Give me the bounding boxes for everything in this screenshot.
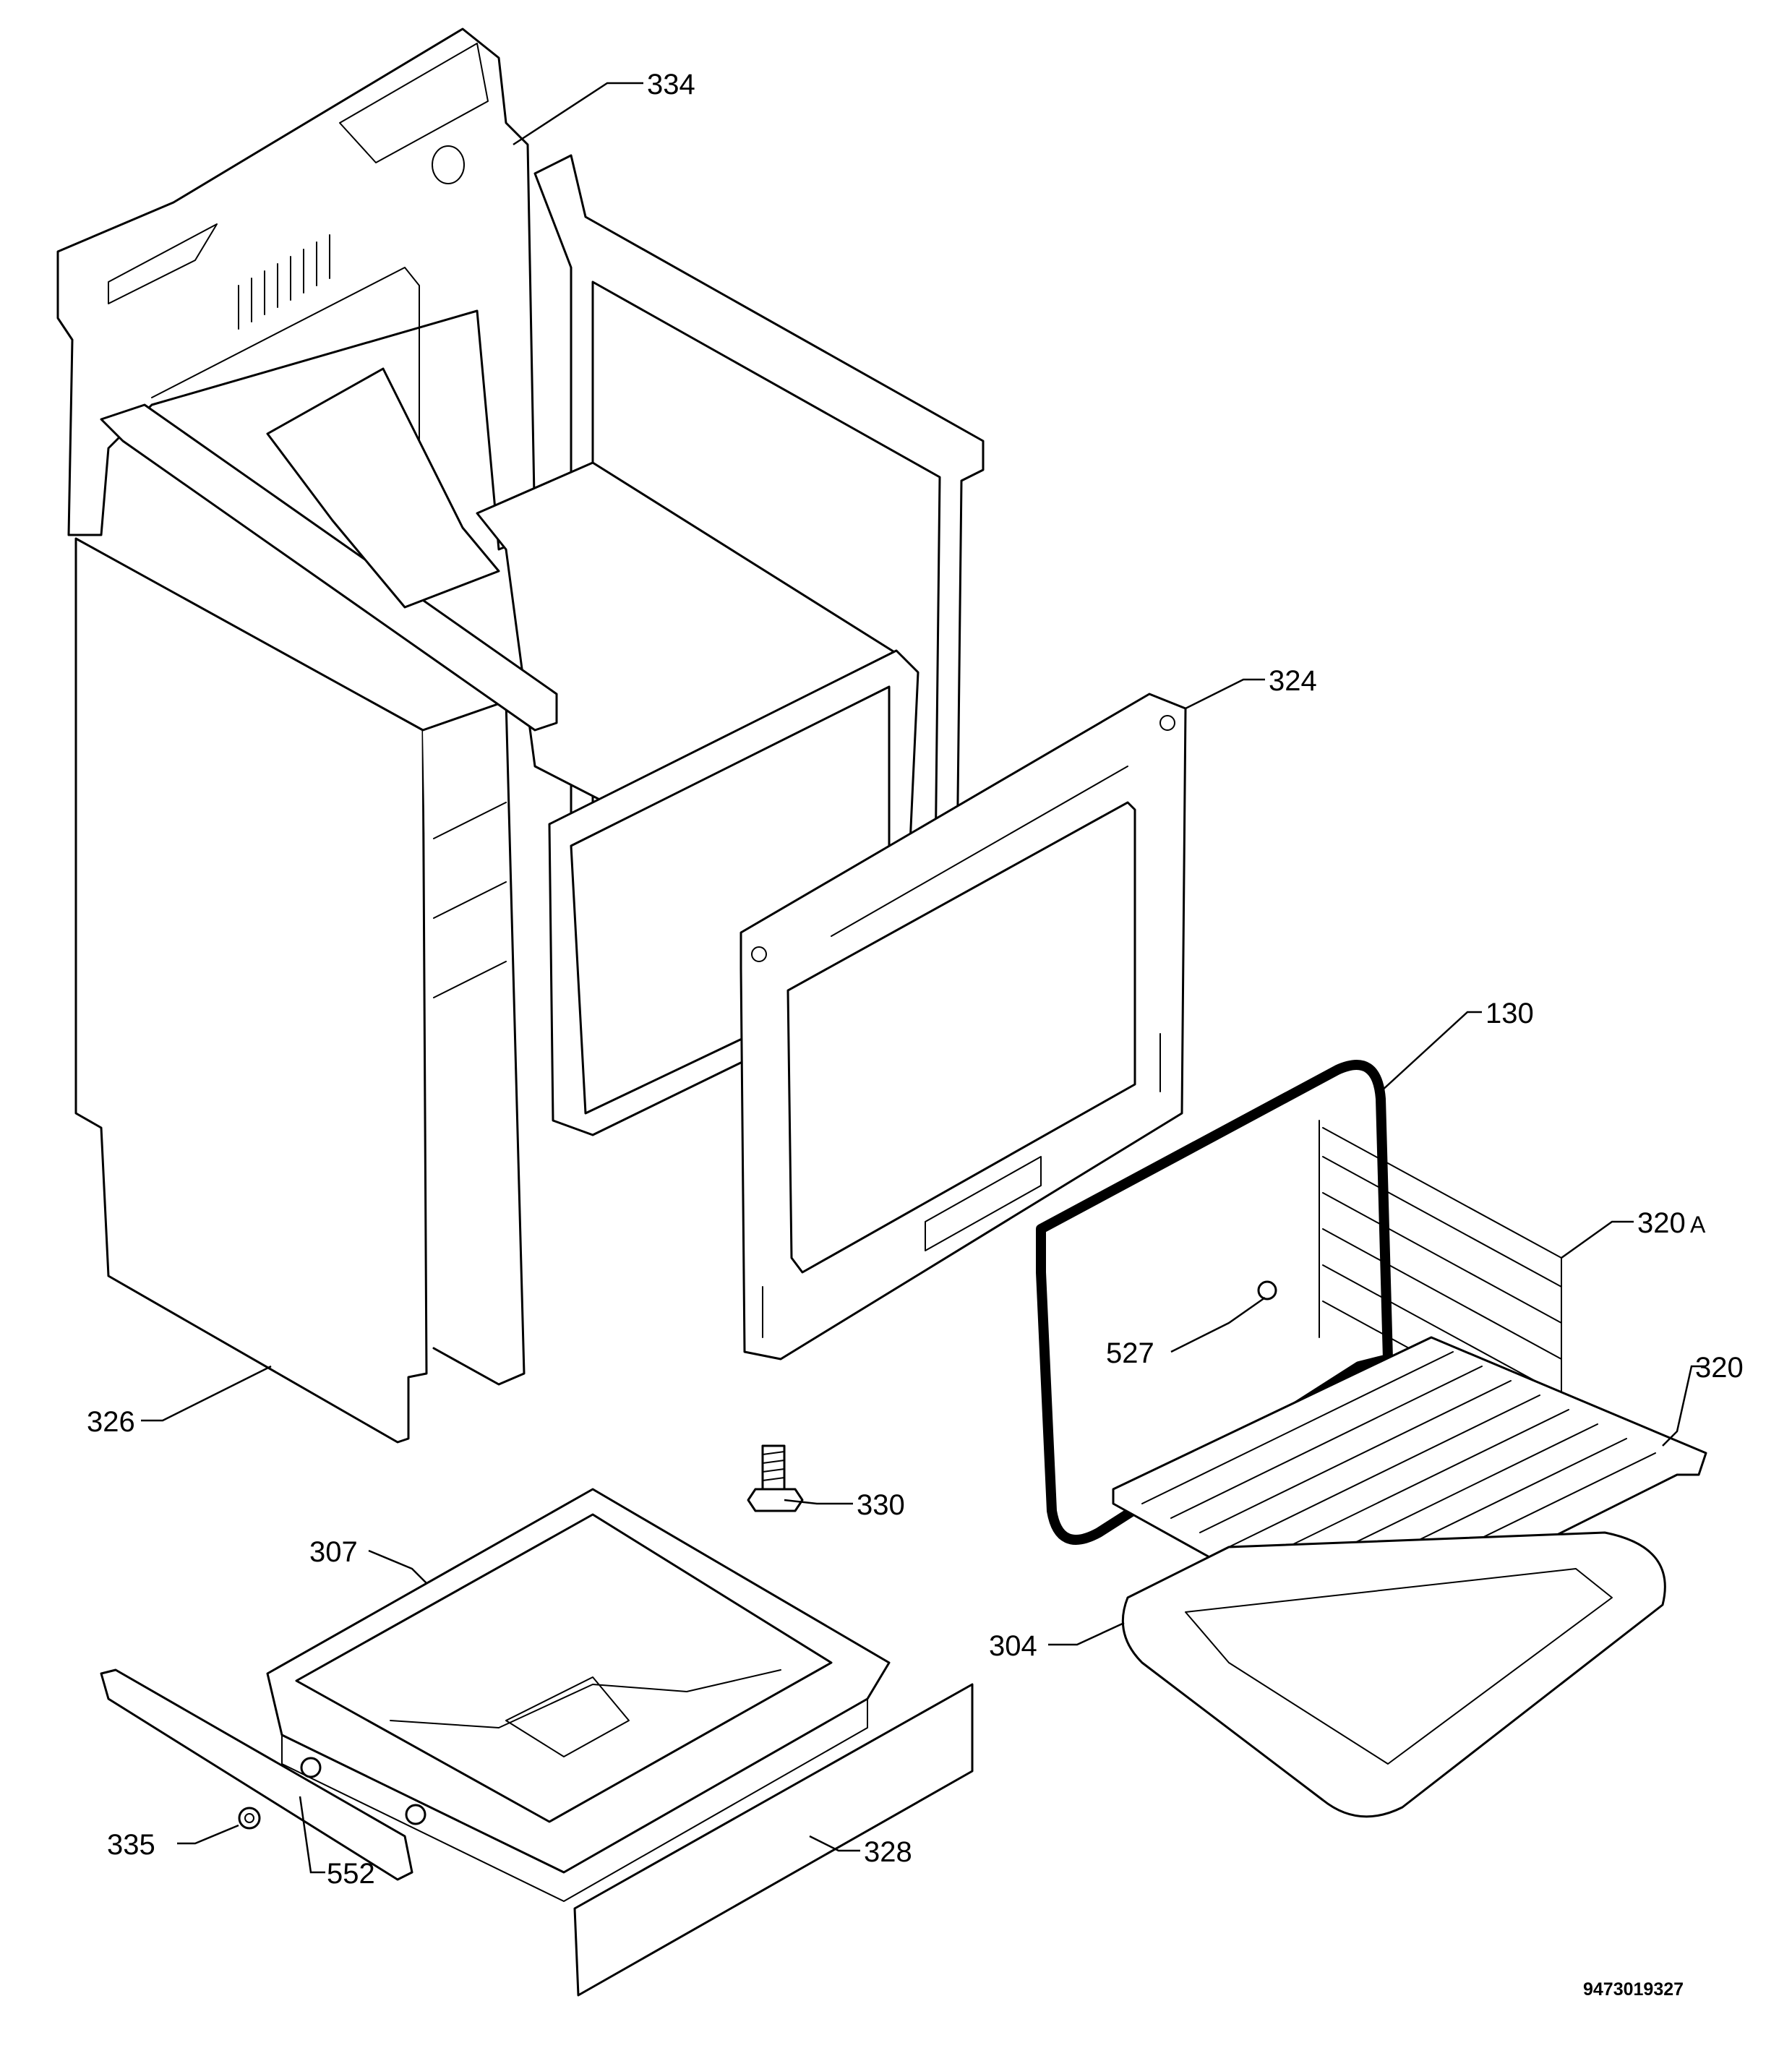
part-307-drawer (266, 1488, 891, 1902)
label-304: 304 (989, 1630, 1037, 1662)
top-rail (100, 403, 558, 732)
label-326: 326 (87, 1406, 135, 1438)
part-527-nut (1257, 1280, 1277, 1301)
part-552-runner (100, 1668, 413, 1881)
label-335: 335 (107, 1829, 155, 1861)
part-326-side-panel (74, 537, 526, 1444)
label-324: 324 (1269, 665, 1317, 697)
label-320a: 320 (1637, 1207, 1686, 1239)
label-328: 328 (864, 1836, 912, 1868)
part-130-door-seal (1036, 1060, 1393, 1545)
part-328-drawer-front (573, 1683, 974, 1997)
leader-lines (141, 82, 1706, 1874)
label-320: 320 (1695, 1352, 1744, 1384)
part-304-baking-tray (1121, 1531, 1666, 1818)
part-334-rear-panel (56, 27, 536, 551)
label-130: 130 (1486, 998, 1534, 1029)
label-307: 307 (309, 1536, 358, 1568)
part-335-screw (238, 1807, 261, 1830)
part-324-door-frame (739, 693, 1187, 1361)
label-552: 552 (327, 1858, 375, 1890)
control-box (266, 367, 500, 609)
label-527: 527 (1106, 1337, 1154, 1369)
callout-labels: 334 324 130 320 A 527 320 326 330 307 30… (87, 69, 1744, 1890)
label-330: 330 (857, 1489, 905, 1521)
drawing-code: 9473019327 (1583, 1979, 1684, 2000)
label-334: 334 (647, 69, 695, 100)
part-330-foot (747, 1444, 804, 1512)
label-320a-suffix: A (1690, 1212, 1706, 1238)
